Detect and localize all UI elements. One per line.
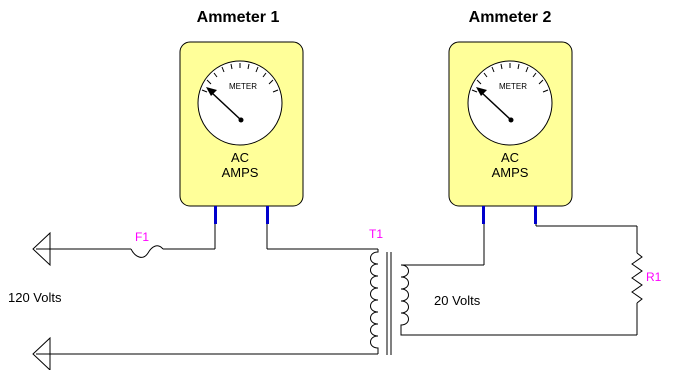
ammeter-2-needle: [480, 91, 512, 121]
ammeter-2-unit-amps: AMPS: [492, 165, 529, 180]
ammeter-2-unit-ac: AC: [501, 150, 519, 165]
fuse-f1: [130, 245, 164, 258]
ammeter-2-terminal-right: [534, 206, 537, 224]
ammeter-2: Ammeter 2 METER AC AMPS: [448, 9, 573, 224]
ammeter-1-needle: [210, 91, 242, 121]
resistor-r1: [631, 252, 643, 304]
ammeter-1-dial: METER: [197, 60, 283, 146]
ammeter-2-pivot: [508, 117, 514, 123]
ammeter-1-title: Ammeter 1: [197, 9, 280, 26]
ammeter-1-terminal-left: [214, 206, 217, 224]
label-primary-voltage: 120 Volts: [8, 290, 62, 305]
ammeter-1-needle-tip: [206, 87, 217, 96]
label-r1: R1: [646, 270, 662, 284]
ammeter-1-dial-label: METER: [229, 82, 257, 91]
ammeter-2-terminal-left: [482, 206, 485, 224]
label-f1: F1: [135, 230, 149, 244]
ammeter-1-terminal-right: [266, 206, 269, 224]
transformer-primary-winding: [370, 249, 379, 354]
secondary-circuit: [410, 224, 643, 336]
ammeter-2-dial: METER: [467, 60, 553, 146]
transformer-t1: [370, 249, 410, 355]
ammeter-1-unit-amps: AMPS: [222, 165, 259, 180]
ammeter-1: Ammeter 1 METER AC AMPS: [179, 9, 304, 224]
label-secondary-voltage: 20 Volts: [434, 293, 481, 308]
ammeter-2-title: Ammeter 2: [469, 9, 552, 26]
ammeter-2-needle-tip: [476, 87, 487, 96]
label-t1: T1: [369, 227, 383, 241]
ammeter-1-unit-ac: AC: [231, 150, 249, 165]
ammeter-1-pivot: [238, 117, 244, 123]
transformer-secondary-winding: [400, 264, 410, 336]
primary-circuit: [32, 224, 378, 370]
ammeter-2-dial-label: METER: [499, 82, 527, 91]
